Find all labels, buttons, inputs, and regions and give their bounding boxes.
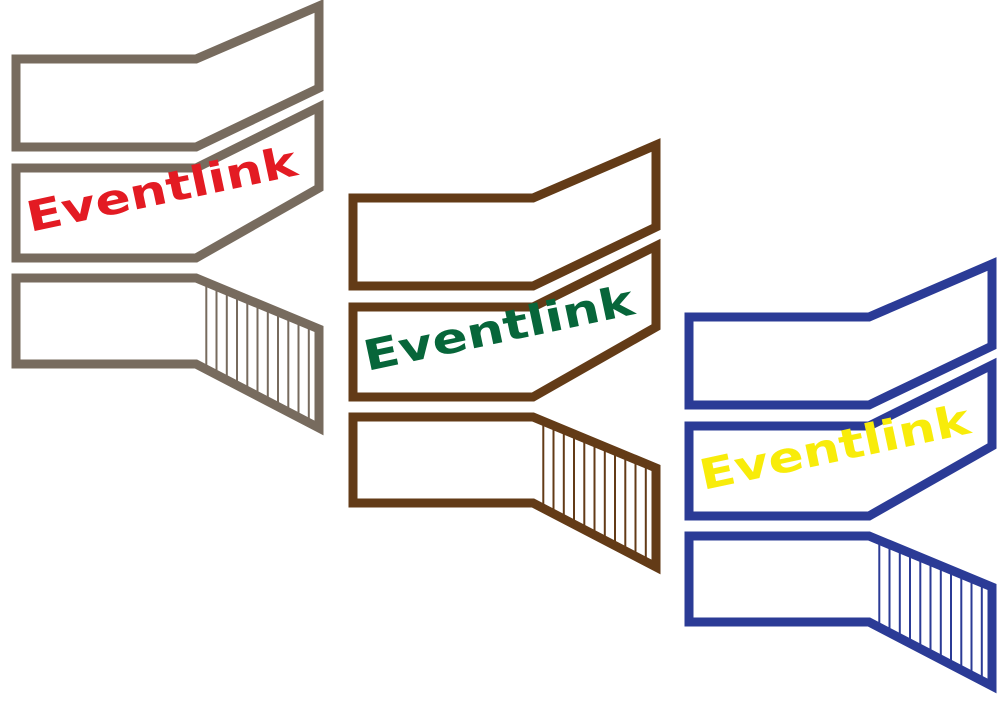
logo-bottom-panel — [348, 412, 661, 575]
eventlink-logo-blue: Eventlink — [684, 257, 997, 694]
eventlink-logo-grey: Eventlink — [11, 0, 324, 436]
logo-top-panel — [348, 138, 661, 291]
eventlink-logo-brown: Eventlink — [348, 138, 661, 575]
logo-bottom-stripes — [542, 421, 647, 562]
logo-middle-panel — [684, 357, 997, 521]
logo-top-panel — [11, 0, 324, 152]
logo-top-panel — [684, 257, 997, 410]
logo-bottom-stripes — [205, 282, 310, 423]
logo-middle-panel — [348, 238, 661, 402]
logo-bottom-stripes — [878, 540, 983, 681]
logo-bottom-panel — [11, 273, 324, 436]
logo-bottom-panel — [684, 531, 997, 694]
logo-middle-panel — [11, 99, 324, 263]
